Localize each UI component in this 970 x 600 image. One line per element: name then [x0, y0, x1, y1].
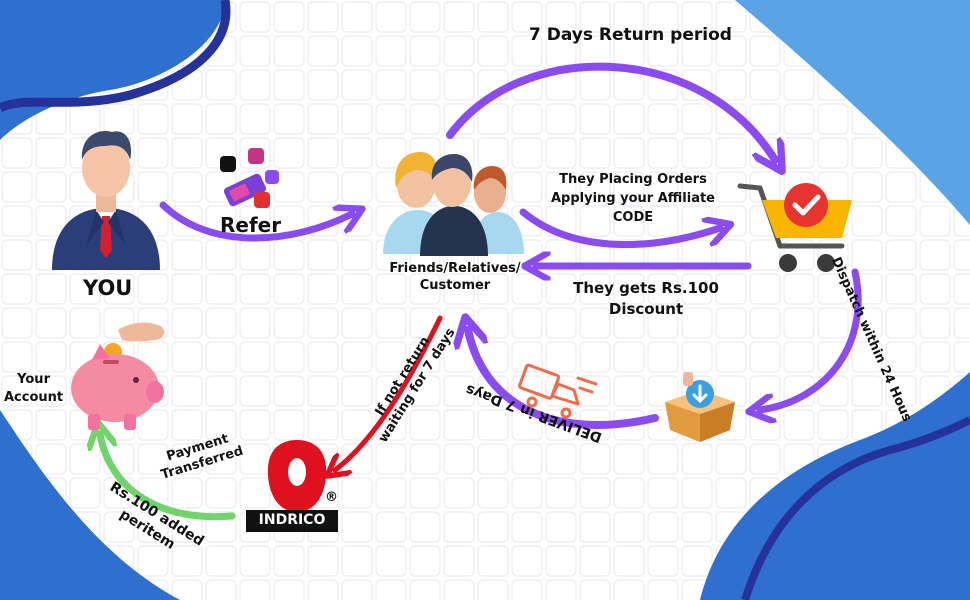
top-left-blob — [0, 0, 231, 140]
orders-label: They Placing Orders Applying your Affili… — [538, 170, 728, 227]
friends-label-line1: Friends/Relatives/ — [389, 261, 521, 276]
group-icon — [383, 152, 524, 256]
discount-label-line2: Discount — [608, 300, 684, 318]
payment-arrow — [100, 434, 236, 521]
your-account-label-line2: Account — [4, 390, 64, 405]
your-account-label-line1: Your — [17, 372, 50, 387]
indrico-logo — [246, 440, 338, 532]
dispatch-arrow — [760, 268, 862, 410]
return-period-arrow — [446, 62, 775, 160]
your-account-label: Your Account — [4, 371, 63, 407]
you-label: YOU — [83, 276, 133, 300]
refer-label: Refer — [220, 213, 282, 237]
orders-label-line1: They Placing Orders — [559, 172, 707, 187]
refer-arrow — [159, 201, 352, 242]
brand-name: INDRICO — [258, 512, 326, 528]
box-icon — [665, 372, 735, 442]
bottom-left-blob — [0, 410, 180, 600]
top-right-blob — [735, 0, 970, 225]
friends-label-line2: Customer — [419, 278, 491, 293]
truck-icon — [518, 363, 598, 419]
friends-label: Friends/Relatives/ Customer — [380, 260, 530, 294]
return-period-label: 7 Days Return period — [529, 25, 732, 45]
discount-label: They gets Rs.100 Discount — [566, 278, 726, 320]
cart-icon — [737, 183, 852, 272]
not-return-arrow — [335, 315, 443, 470]
brand-registered-mark: ® — [325, 490, 338, 505]
orders-label-line3: CODE — [612, 210, 654, 225]
person-icon — [52, 130, 160, 270]
deliver-arrow — [468, 330, 659, 429]
bottom-right-blob — [700, 372, 970, 600]
orders-arrow — [519, 208, 720, 249]
orders-label-line2: Applying your Affiliate — [550, 191, 716, 206]
discount-label-line1: They gets Rs.100 — [573, 279, 719, 297]
piggy-bank-icon — [71, 322, 165, 430]
social-media-icon — [220, 148, 279, 208]
